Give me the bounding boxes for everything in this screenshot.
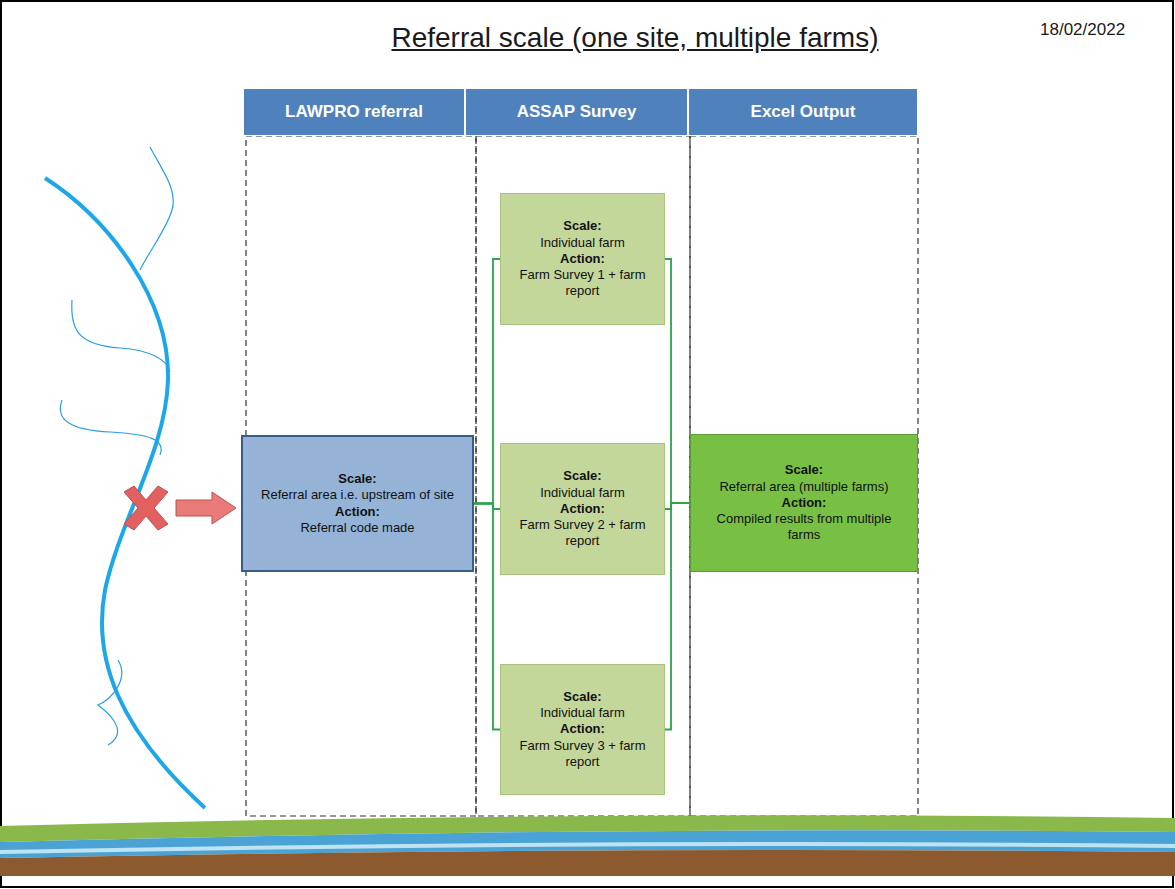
- tributary: [140, 147, 173, 270]
- field-heading: Action:: [782, 495, 827, 511]
- farm-box: Scale:Individual farmAction:Farm Survey …: [500, 664, 665, 795]
- output-box: Scale:Referral area (multiple farms)Acti…: [690, 434, 918, 572]
- field-text: Referral area (multiple farms): [719, 479, 888, 495]
- farm-box: Scale:Individual farmAction:Farm Survey …: [500, 443, 665, 575]
- field-heading: Action:: [560, 251, 605, 267]
- field-heading: Scale:: [563, 689, 601, 705]
- connector-line: [665, 503, 690, 730]
- field-heading: Scale:: [563, 218, 601, 234]
- field-text: Individual farm: [540, 235, 625, 251]
- field-text: Farm Survey 1 + farm report: [507, 267, 658, 300]
- connector-line: [665, 259, 690, 503]
- column-header: LAWPRO referral: [243, 88, 465, 136]
- column-outline: [476, 136, 690, 816]
- column-header: ASSAP Survey: [465, 88, 688, 136]
- field-text: Individual farm: [540, 485, 625, 501]
- field-text: Referral code made: [300, 520, 414, 536]
- referral-box: Scale:Referral area i.e. upstream of sit…: [241, 435, 474, 572]
- connector-line: [474, 259, 500, 504]
- tributary: [72, 300, 170, 372]
- connector-line: [474, 504, 500, 510]
- field-text: Individual farm: [540, 705, 625, 721]
- header-text: ASSAP Survey: [517, 101, 637, 122]
- slide-date: 18/02/2022: [1040, 20, 1125, 40]
- slide-title: Referral scale (one site, multiple farms…: [0, 22, 1175, 54]
- site-cross: [124, 486, 168, 530]
- farm-box: Scale:Individual farmAction:Farm Survey …: [500, 193, 665, 325]
- referral-arrow: [176, 492, 236, 524]
- field-text: Farm Survey 3 + farm report: [507, 738, 658, 771]
- field-heading: Action:: [560, 721, 605, 737]
- header-text: LAWPRO referral: [285, 101, 423, 122]
- river: [45, 178, 205, 808]
- field-text: Compiled results from multiple farms: [699, 511, 909, 544]
- column-outline: [690, 136, 918, 816]
- field-heading: Scale:: [563, 468, 601, 484]
- footer-band: [0, 850, 1175, 876]
- connector-line: [665, 503, 690, 509]
- tributary: [60, 400, 161, 455]
- header-text: Excel Output: [751, 101, 856, 122]
- column-header: Excel Output: [688, 88, 918, 136]
- tributary: [98, 660, 122, 745]
- connector-line: [474, 504, 500, 730]
- field-text: Farm Survey 2 + farm report: [507, 517, 658, 550]
- field-heading: Action:: [560, 501, 605, 517]
- field-text: Referral area i.e. upstream of site: [261, 487, 454, 503]
- field-heading: Scale:: [785, 462, 823, 478]
- field-heading: Action:: [335, 504, 380, 520]
- field-heading: Scale:: [338, 471, 376, 487]
